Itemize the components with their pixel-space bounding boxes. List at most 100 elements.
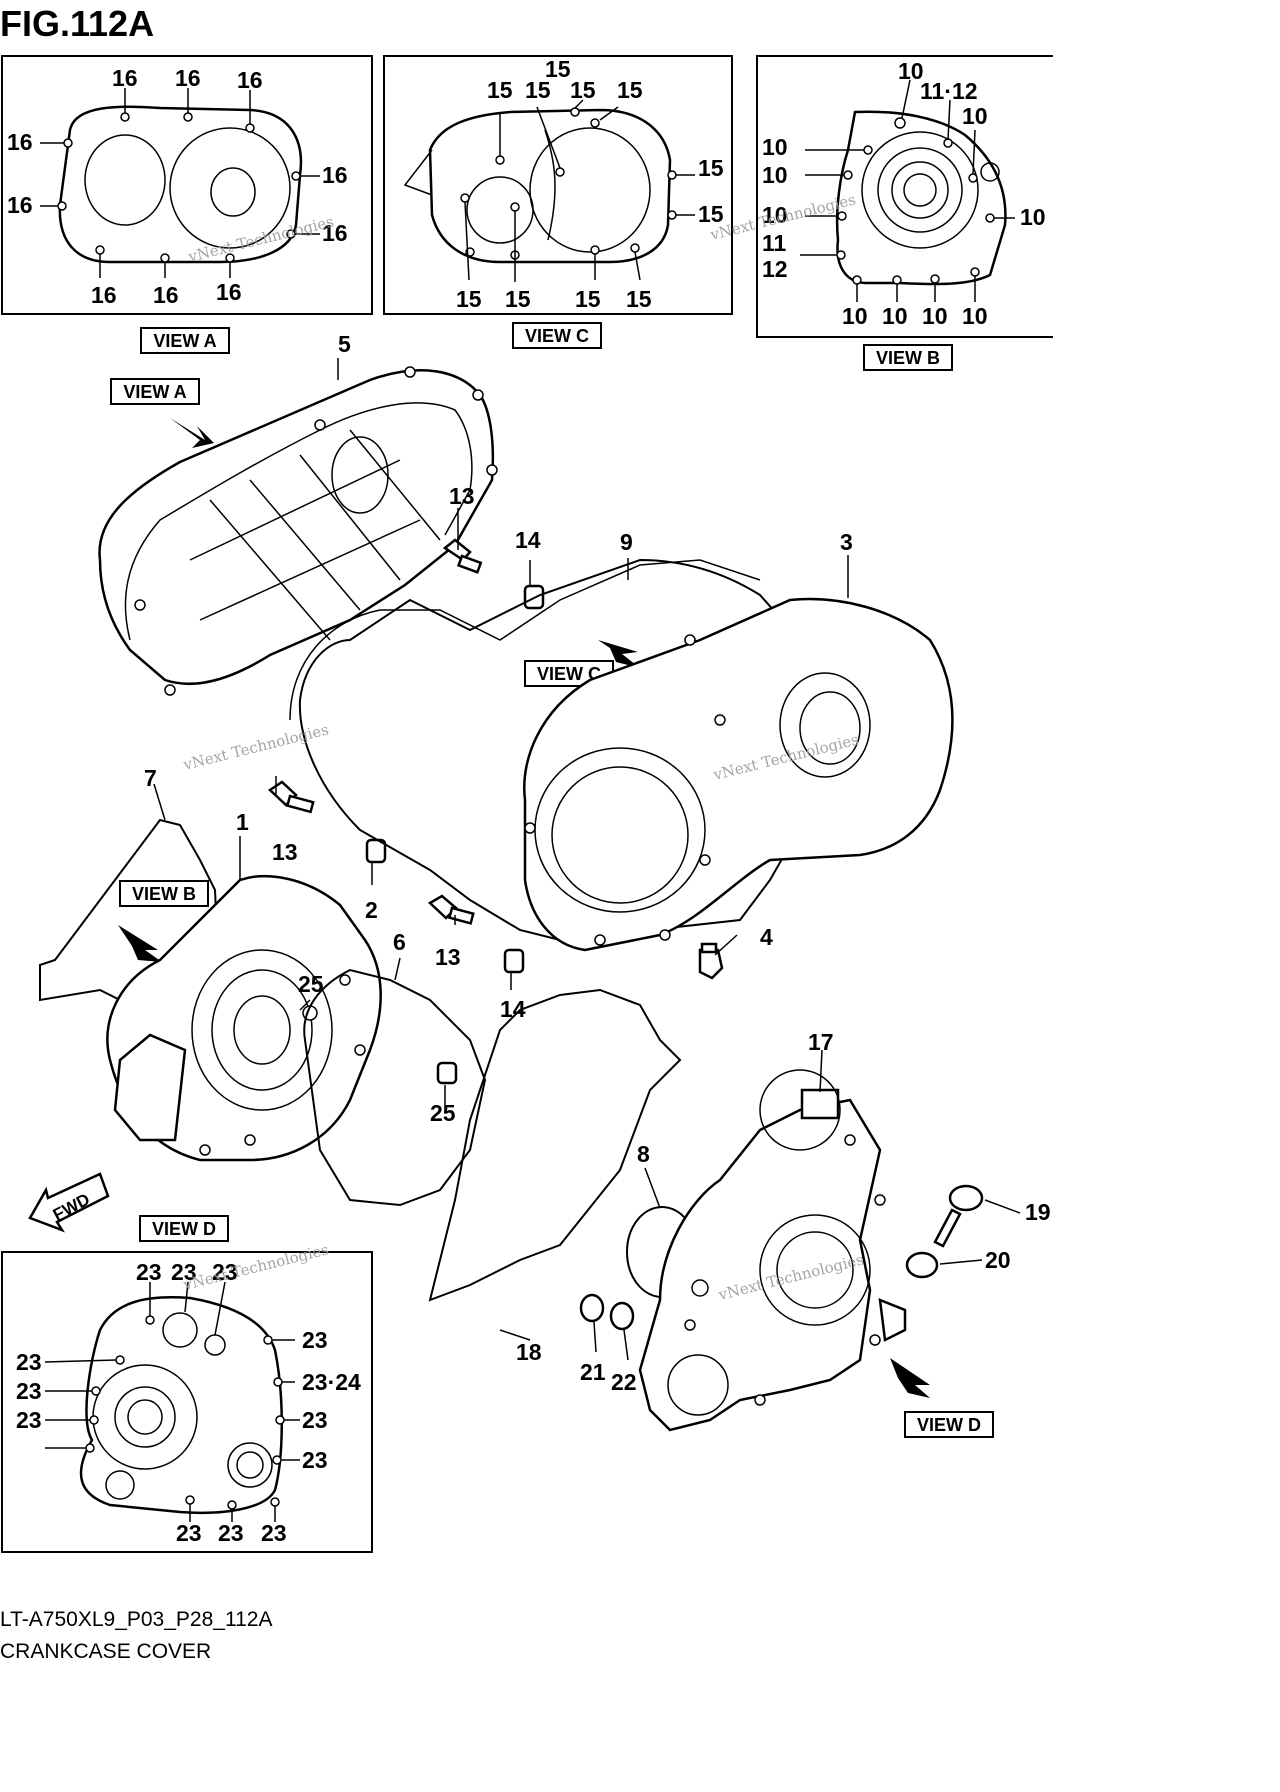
view-b-label-10-f: 10 — [1020, 204, 1046, 230]
view-b-cover-drawing — [800, 79, 1015, 302]
part-label-6: 6 — [393, 929, 406, 955]
model-code: LT-A750XL9_P03_P28_112A — [0, 1608, 272, 1631]
part-5-outer-cover — [98, 366, 498, 696]
svg-text:VIEW C: VIEW C — [525, 326, 589, 346]
part-label-22: 22 — [611, 1369, 637, 1395]
view-d-label-23-j: 23 — [176, 1520, 202, 1546]
svg-text:VIEW B: VIEW B — [876, 348, 940, 368]
view-c-label-15-f: 15 — [698, 155, 724, 181]
svg-text:VIEW A: VIEW A — [153, 331, 216, 351]
view-b-label-10-d: 10 — [762, 162, 788, 188]
part-label-14-top: 14 — [515, 527, 541, 553]
view-d-label-23-g: 23 — [302, 1407, 328, 1433]
part-label-5: 5 — [338, 331, 351, 357]
view-c-label-15-k: 15 — [626, 286, 652, 312]
view-c-label-15-g: 15 — [698, 201, 724, 227]
view-c-label-15-a: 15 — [545, 56, 571, 82]
part-label-25-b: 25 — [430, 1100, 456, 1126]
view-c-label-15-j: 15 — [575, 286, 601, 312]
svg-text:VIEW B: VIEW B — [132, 884, 196, 904]
view-c-label-15-e: 15 — [617, 77, 643, 103]
view-b-label-10-h: 10 — [882, 303, 908, 329]
part-label-4: 4 — [760, 924, 773, 950]
view-b-label-10-i: 10 — [922, 303, 948, 329]
view-d-callout-main: VIEW D — [904, 1411, 994, 1438]
part-label-13-low: 13 — [435, 944, 461, 970]
part-18-gasket — [428, 988, 682, 1302]
view-d-label-23-l: 23 — [261, 1520, 287, 1546]
part-label-3: 3 — [840, 529, 853, 555]
view-a-label-16-j: 16 — [216, 279, 242, 305]
figure-title: FIG.112A — [0, 3, 154, 44]
view-b-label-12: 12 — [762, 256, 788, 282]
svg-text:VIEW A: VIEW A — [123, 382, 186, 402]
view-b-label-10-g: 10 — [842, 303, 868, 329]
part-1-magneto-cover — [106, 874, 382, 1162]
view-a-inset-frame — [1, 55, 373, 315]
view-d-label-23-e: 23 — [16, 1349, 42, 1375]
part-label-13-top: 13 — [449, 483, 475, 509]
part-20-o-ring — [905, 1251, 939, 1279]
view-d-label-23-24: 23·24 — [302, 1369, 361, 1395]
view-b-callout-top: VIEW B — [863, 344, 953, 371]
view-a-arrow — [170, 418, 214, 448]
view-b-label-10-c: 10 — [762, 134, 788, 160]
view-d-label-23-b: 23 — [171, 1259, 197, 1285]
view-d-label-23-k: 23 — [218, 1520, 244, 1546]
svg-text:VIEW C: VIEW C — [537, 664, 601, 684]
part-19-oil-filler-cap — [933, 1184, 984, 1248]
view-d-cover-drawing — [44, 1281, 300, 1522]
part-label-14-low: 14 — [500, 996, 526, 1022]
part-label-13-mid: 13 — [272, 839, 298, 865]
part-label-1: 1 — [236, 809, 249, 835]
view-b-label-10-e: 10 — [762, 202, 788, 228]
view-a-label-16-h: 16 — [91, 282, 117, 308]
view-b-callout-main: VIEW B — [119, 880, 209, 907]
view-d-label-23-c: 23 — [212, 1259, 238, 1285]
view-b-label-10-b: 10 — [962, 103, 988, 129]
part-7-gasket — [39, 818, 222, 1052]
part-label-9: 9 — [620, 529, 633, 555]
dowel-14-lower — [503, 948, 525, 974]
view-a-cover-drawing — [40, 88, 320, 278]
view-c-arrow — [598, 640, 640, 668]
fwd-arrow: FWD — [28, 1172, 110, 1233]
view-a-label-16-b: 16 — [175, 65, 201, 91]
part-label-17: 17 — [808, 1029, 834, 1055]
view-c-label-15-i: 15 — [505, 286, 531, 312]
view-a-callout-main: VIEW A — [110, 378, 200, 405]
part-9-gasket — [289, 558, 832, 942]
view-a-callout-top: VIEW A — [140, 327, 230, 354]
bolt-13-lower — [427, 894, 475, 925]
part-17-right-cover — [638, 1069, 907, 1432]
figure-caption: CRANKCASE COVER — [0, 1640, 211, 1663]
view-a-label-16-i: 16 — [153, 282, 179, 308]
svg-text:VIEW D: VIEW D — [152, 1219, 216, 1239]
view-a-label-16-c: 16 — [237, 67, 263, 93]
view-d-callout-inset: VIEW D — [139, 1215, 229, 1242]
part-6-gasket — [303, 968, 487, 1207]
view-d-label-23-a: 23 — [136, 1259, 162, 1285]
part-3-inner-cover — [523, 597, 954, 952]
view-c-label-15-c: 15 — [525, 77, 551, 103]
view-d-label-23-d: 23 — [302, 1327, 328, 1353]
svg-text:VIEW D: VIEW D — [917, 1415, 981, 1435]
view-a-label-16-g: 16 — [322, 220, 348, 246]
part-label-19: 19 — [1025, 1199, 1051, 1225]
part-label-25-a: 25 — [298, 971, 324, 997]
view-d-label-23-f: 23 — [16, 1378, 42, 1404]
view-c-label-15-h: 15 — [456, 286, 482, 312]
view-c-callout-main: VIEW C — [524, 660, 614, 687]
view-b-inset-frame — [756, 55, 1053, 338]
part-label-18: 18 — [516, 1339, 542, 1365]
part-label-7: 7 — [144, 765, 157, 791]
view-b-arrow — [118, 925, 162, 962]
view-c-callout-top: VIEW C — [512, 322, 602, 349]
view-a-label-16-e: 16 — [7, 192, 33, 218]
view-d-label-23-h: 23 — [16, 1407, 42, 1433]
view-b-label-11-12: 11·12 — [920, 78, 978, 104]
part-22-o-ring — [609, 1301, 635, 1331]
view-c-cover-drawing — [403, 99, 695, 282]
view-b-label-11: 11 — [762, 230, 787, 256]
